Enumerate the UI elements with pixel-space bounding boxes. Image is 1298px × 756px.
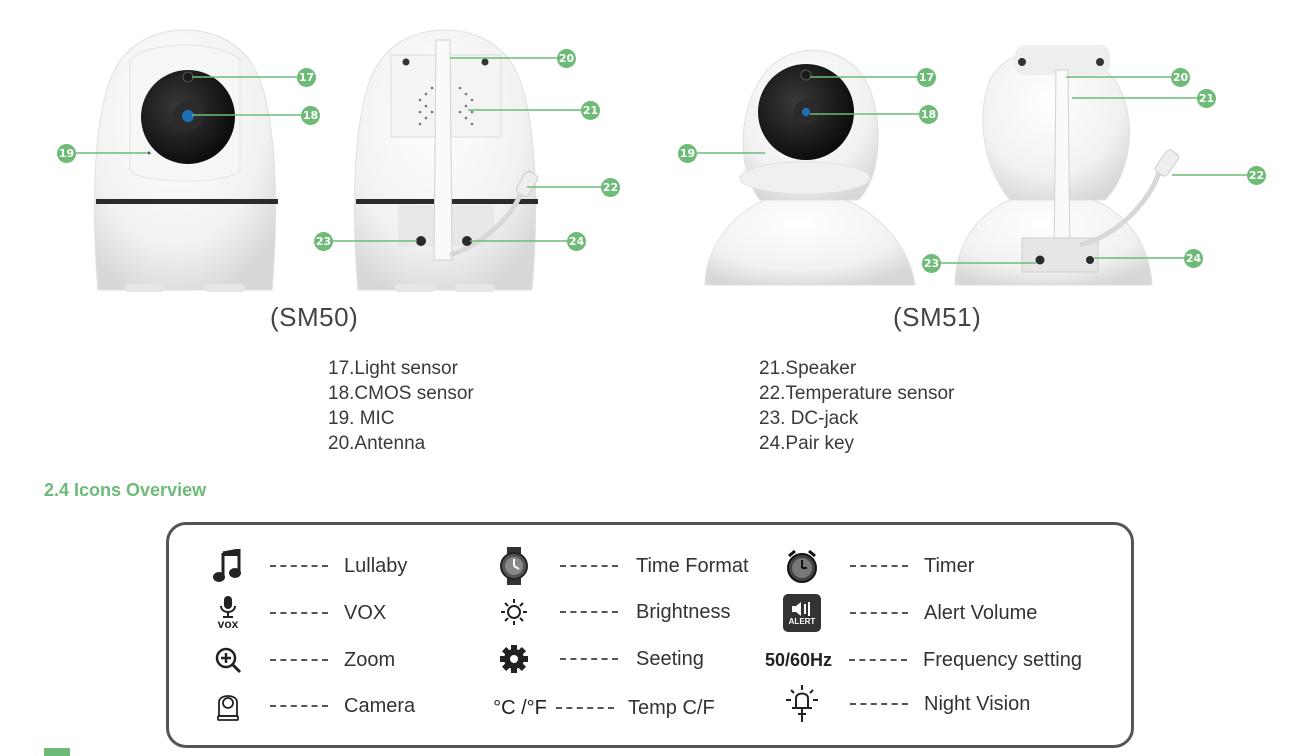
icon-row-brightness: Brightness	[492, 592, 731, 632]
icon-row-lullaby: Lullaby	[206, 546, 407, 586]
callout-21-sm51: 21	[1197, 89, 1216, 108]
legend-item: 21.Speaker	[759, 358, 857, 379]
zoom-in-icon	[206, 640, 250, 680]
model-label-sm51: (SM51)	[893, 302, 982, 332]
legend-item: 17.Light sensor	[328, 358, 458, 379]
frequency-icon-text: 50/60Hz	[765, 649, 833, 670]
model-label-sm50: (SM50)	[270, 302, 359, 332]
icon-row-night-vision: Night Vision	[780, 684, 1030, 724]
legend-item: 19. MIC	[328, 408, 395, 429]
gear-icon	[492, 639, 536, 679]
section-title: 2.4 Icons Overview	[44, 480, 207, 500]
alert-volume-icon: ALERT	[780, 593, 824, 633]
icon-row-vox: vox VOX	[206, 593, 386, 633]
callout-18: 18	[301, 106, 320, 125]
icon-row-setting: Seeting	[492, 639, 704, 679]
microphone-vox-icon: vox	[206, 593, 250, 633]
label-zoom: Zoom	[344, 648, 396, 671]
callout-19-sm51: 19	[678, 144, 697, 163]
sm51-back-view	[954, 45, 1180, 286]
legend-item: 24.Pair key	[759, 433, 855, 454]
night-vision-icon	[780, 684, 824, 724]
alert-icon-text: ALERT	[788, 616, 816, 626]
label-temp: Temp C/F	[628, 696, 715, 719]
icon-row-zoom: Zoom	[206, 640, 395, 680]
camera-icon	[206, 686, 250, 726]
callout-24-sm51: 24	[1184, 249, 1203, 268]
callout-17: 17	[297, 68, 316, 87]
icon-row-time-format: Time Format	[492, 546, 749, 586]
music-note-icon	[206, 546, 250, 586]
temp-icon-text: °C /°F	[493, 696, 547, 719]
temperature-unit-icon: °C /°F	[488, 688, 552, 728]
label-camera: Camera	[344, 694, 416, 717]
label-setting: Seeting	[636, 647, 704, 670]
label-alert-volume: Alert Volume	[924, 601, 1038, 624]
callout-20-sm51: 20	[1171, 68, 1190, 87]
callout-17-sm51: 17	[917, 68, 936, 87]
callout-19: 19	[57, 144, 76, 163]
sm50-back-view	[353, 29, 539, 292]
label-brightness: Brightness	[636, 600, 731, 623]
label-timer: Timer	[924, 554, 975, 577]
label-lullaby: Lullaby	[344, 554, 408, 577]
watch-icon	[492, 546, 536, 586]
icon-row-timer: Timer	[780, 546, 974, 586]
icons-panel	[166, 522, 1134, 748]
callout-24: 24	[567, 232, 586, 251]
legend-left: 17.Light sensor 18.CMOS sensor 19. MIC 2…	[328, 356, 474, 456]
icon-row-alert-volume: ALERT Alert Volume	[780, 593, 1037, 633]
brightness-icon	[492, 592, 536, 632]
label-time-format: Time Format	[636, 554, 749, 577]
callout-18-sm51: 18	[919, 105, 938, 124]
frequency-icon: 50/60Hz	[765, 640, 841, 680]
page-footer-tab	[44, 748, 70, 756]
label-vox: VOX	[344, 601, 387, 624]
callout-23: 23	[314, 232, 333, 251]
alarm-clock-icon	[780, 546, 824, 586]
label-frequency: Frequency setting	[923, 648, 1082, 671]
camera-illustrations	[70, 29, 1248, 292]
legend-right: 21.Speaker 22.Temperature sensor 23. DC-…	[759, 356, 954, 456]
sm51-front-view	[704, 49, 916, 286]
legend-item: 18.CMOS sensor	[328, 383, 474, 404]
sm50-front-view	[93, 29, 278, 292]
callout-leader-lines	[70, 57, 1248, 264]
callout-22: 22	[601, 178, 620, 197]
icon-row-temp: °C /°F Temp C/F	[488, 688, 715, 728]
callout-20: 20	[557, 49, 576, 68]
callout-23-sm51: 23	[922, 254, 941, 273]
icon-row-frequency: 50/60Hz Frequency setting	[765, 640, 1082, 680]
label-night-vision: Night Vision	[924, 692, 1031, 715]
legend-item: 23. DC-jack	[759, 408, 859, 429]
icon-row-camera: Camera	[206, 686, 415, 726]
legend-item: 20.Antenna	[328, 433, 426, 454]
callout-22-sm51: 22	[1247, 166, 1266, 185]
legend-item: 22.Temperature sensor	[759, 383, 955, 404]
callout-21: 21	[581, 101, 600, 120]
vox-icon-text: vox	[217, 617, 239, 631]
